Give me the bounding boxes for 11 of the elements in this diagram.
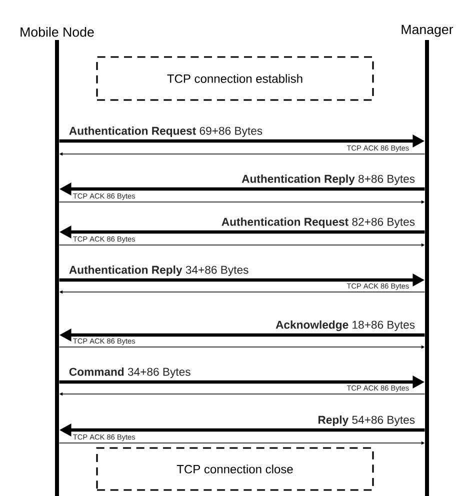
edge-label: Authentication Reply 34+86 Bytes (68, 264, 250, 277)
edge-label: Authentication Request 69+86 Bytes (68, 126, 264, 138)
dashed-box: TCP connection close (96, 447, 374, 491)
edge-label: Acknowledge 18+86 Bytes (274, 320, 416, 332)
node-label: Mobile Node (20, 27, 94, 37)
edge-label: Authentication Request 82+86 Bytes (220, 216, 416, 229)
edge-label: Command 34+86 Bytes (68, 366, 192, 379)
dashed-box: TCP connection establish (96, 56, 374, 101)
edge-label: Reply 54+86 Bytes (317, 414, 416, 427)
edge-label: Authentication Reply 8+86 Bytes (240, 174, 416, 186)
node-label: Manager (402, 24, 454, 37)
